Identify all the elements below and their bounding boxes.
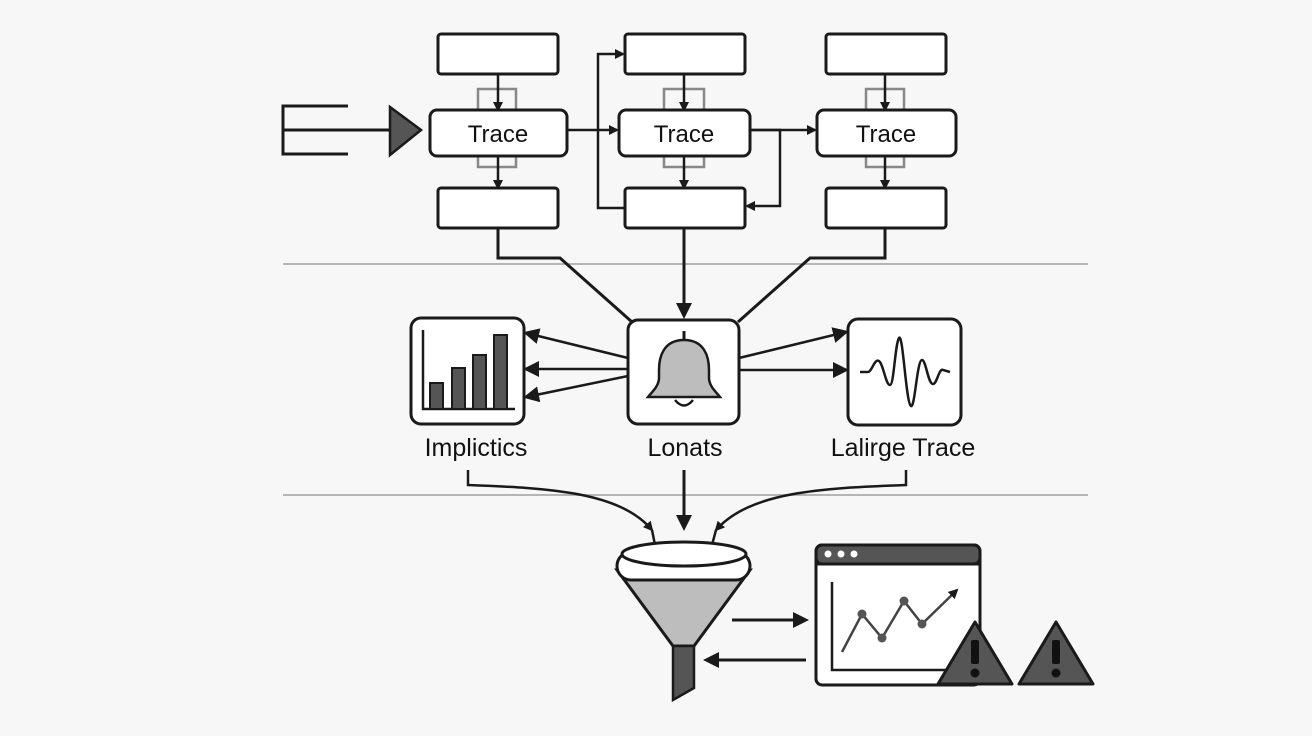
hub-arrow bbox=[738, 327, 849, 360]
merge-arrow bbox=[714, 470, 908, 532]
converge-line bbox=[496, 228, 633, 324]
funnel-icon bbox=[614, 540, 753, 703]
bell-icon bbox=[626, 318, 741, 426]
waveform-icon bbox=[846, 317, 963, 427]
trace-node-label: Trace bbox=[654, 121, 714, 148]
top-box bbox=[623, 32, 747, 76]
trace-column-1: Trace bbox=[428, 32, 569, 230]
play-arrow-icon bbox=[388, 104, 424, 158]
hub-arrow bbox=[523, 374, 629, 403]
bar-chart-icon bbox=[409, 316, 526, 426]
trace-column-3: Trace bbox=[815, 32, 958, 230]
warning-icon bbox=[1017, 620, 1095, 686]
trace-node-label: Trace bbox=[856, 121, 916, 148]
right-node-label: Lalirge Trace bbox=[831, 434, 976, 462]
top-box bbox=[824, 32, 948, 76]
bottom-box bbox=[824, 186, 948, 230]
loop-arrow bbox=[596, 49, 625, 210]
bottom-box bbox=[436, 186, 560, 230]
warning-icon bbox=[936, 620, 1014, 686]
line-chart-window-icon bbox=[814, 543, 982, 687]
input-source-icon bbox=[281, 104, 424, 158]
left-node-label: Implictics bbox=[425, 434, 528, 462]
center-node-label: Lonats bbox=[647, 434, 722, 462]
top-box bbox=[436, 32, 560, 76]
trace-column-2: Trace bbox=[617, 32, 752, 230]
hub-arrow bbox=[523, 328, 629, 360]
converge-line bbox=[737, 228, 887, 324]
bottom-box bbox=[623, 186, 747, 230]
merge-arrow bbox=[466, 470, 654, 532]
trace-node bbox=[815, 108, 958, 158]
loop-arrow bbox=[745, 128, 782, 211]
trace-node-label: Trace bbox=[468, 121, 528, 148]
